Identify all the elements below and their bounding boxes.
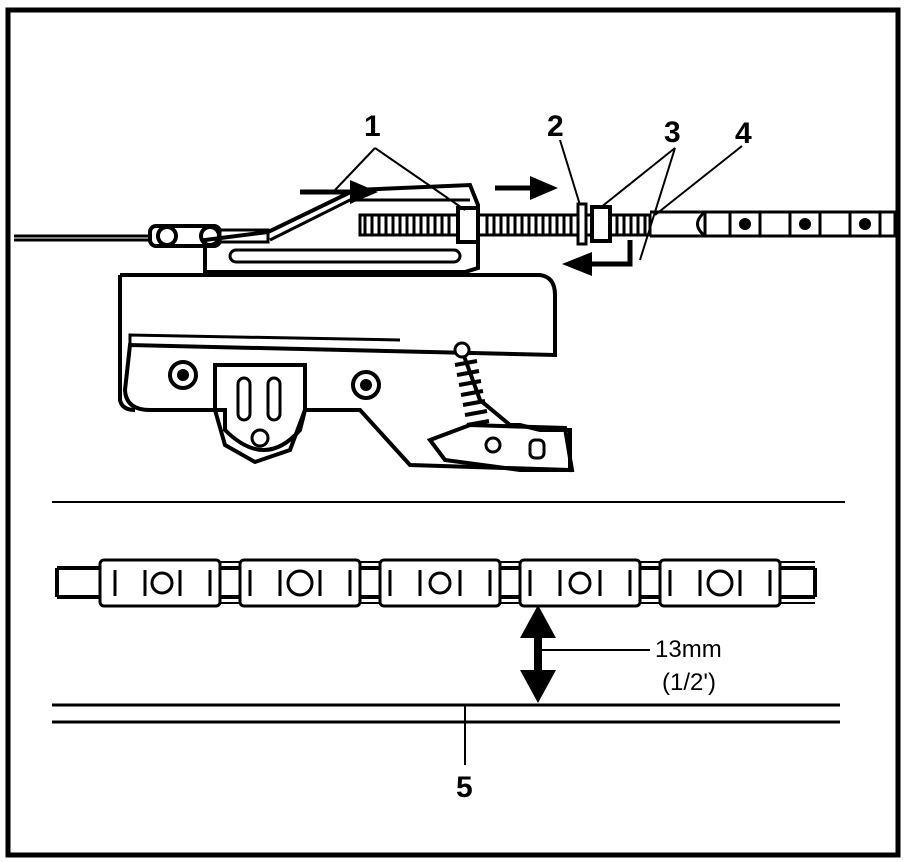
cable-left	[14, 234, 150, 242]
trolley-assembly	[14, 139, 897, 473]
measurement-imperial: (1/2')	[662, 669, 716, 696]
arrow-left	[562, 240, 633, 276]
leader-2	[559, 139, 581, 206]
callout-5: 5	[456, 771, 473, 804]
callout-2: 2	[547, 110, 564, 143]
nut-3	[590, 205, 612, 243]
chain-right-segment	[650, 210, 897, 238]
bracket-slot	[228, 248, 462, 264]
trolley-body	[120, 273, 572, 473]
bolt-center	[351, 370, 381, 400]
leader-1	[334, 147, 466, 211]
washer-2	[576, 202, 588, 246]
rail	[52, 703, 840, 724]
spring-coil-left	[363, 215, 451, 235]
release-plate	[213, 363, 307, 465]
arrow-right-2	[495, 176, 558, 200]
leader-4	[654, 145, 743, 216]
pawl-bracket	[426, 422, 575, 472]
leader-3	[599, 147, 676, 261]
callout-3: 3	[664, 116, 681, 149]
bolt-left	[168, 360, 198, 390]
callout-4: 4	[735, 117, 752, 150]
trolley-upper-bracket	[203, 182, 480, 275]
spring-coil-right	[485, 215, 647, 235]
rail-and-chain	[52, 501, 845, 765]
measurement-metric: 13mm	[655, 636, 722, 663]
chain	[55, 558, 817, 608]
arrow-right-1	[300, 180, 378, 204]
release-spring	[453, 341, 490, 427]
clearance-arrow	[520, 605, 650, 703]
threaded-rod	[358, 202, 652, 246]
nut-1	[456, 206, 480, 244]
callout-1: 1	[364, 110, 381, 143]
